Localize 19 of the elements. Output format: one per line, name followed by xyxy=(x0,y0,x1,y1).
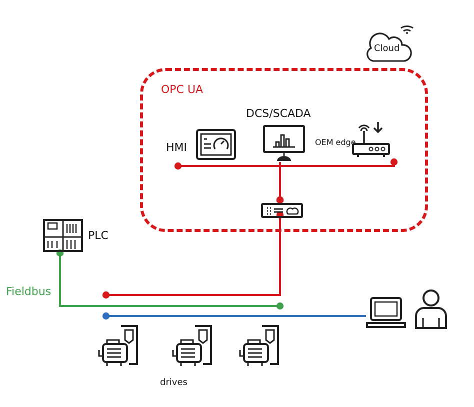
connector-line xyxy=(102,312,366,320)
motor-drive-icon xyxy=(97,325,139,367)
person-icon xyxy=(414,289,448,329)
device-label: DCS/SCADA xyxy=(246,107,311,120)
group-title: OPC UA xyxy=(161,83,204,96)
device-label: PLC xyxy=(88,229,108,242)
cloud-label: Cloud xyxy=(374,44,400,54)
connector-line xyxy=(276,158,398,204)
bus-label: Fieldbus xyxy=(6,285,52,298)
connector-line xyxy=(56,249,284,310)
motor-drive-icon xyxy=(171,325,213,367)
laptop-icon xyxy=(366,297,406,329)
connector-line xyxy=(102,211,284,299)
device-label: HMI xyxy=(166,141,188,154)
device-label: OEM edge xyxy=(315,138,356,147)
gateway-icon xyxy=(261,203,303,218)
group-caption: drives xyxy=(160,378,188,388)
dashed-boundary xyxy=(140,68,428,232)
motor-drive-icon xyxy=(238,325,280,367)
